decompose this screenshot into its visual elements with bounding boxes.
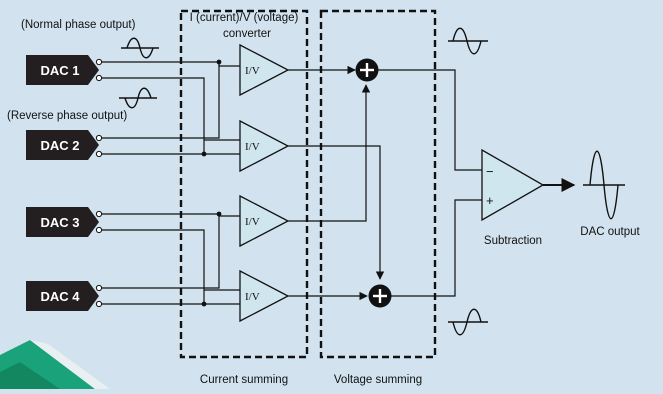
normal-sum-waveform-icon (448, 27, 488, 55)
subtractor-plus-sign: + (486, 193, 494, 208)
adder-wiring (288, 65, 385, 301)
junction-dots (201, 59, 222, 307)
subtraction-label: Subtraction (484, 235, 542, 247)
reverse-phase-label: (Reverse phase output) (7, 110, 127, 122)
normal-phase-waveform-icon (121, 37, 159, 59)
voltage-summing-box (319, 9, 437, 359)
current-summing-label: Current summing (200, 374, 288, 386)
circuit-board-decoration (0, 340, 110, 389)
converter-label-line1: I (current)/V (voltage) (190, 12, 299, 24)
dac-1-block: DAC 1 (26, 55, 103, 85)
iv-converter-2-label: I/V (245, 141, 260, 153)
reverse-phase-waveform-icon (119, 87, 157, 109)
iv-converter-3-label: I/V (245, 216, 260, 228)
dac-2-label: DAC 2 (40, 138, 79, 153)
dac-output-label: DAC output (580, 226, 640, 238)
normal-phase-label: (Normal phase output) (21, 19, 136, 31)
voltage-summing-label: Voltage summing (334, 374, 422, 386)
dac-4-block: DAC 4 (26, 281, 103, 311)
subtractor-amplifier: − + (481, 148, 545, 222)
dac-3-label: DAC 3 (40, 215, 79, 230)
iv-converter-2: I/V (239, 119, 290, 173)
dac-output-waveform-icon (583, 150, 625, 220)
reverse-sum-waveform-icon (448, 308, 488, 336)
dac-2-block: DAC 2 (26, 130, 103, 160)
current-summing-box (179, 9, 309, 359)
subtractor-minus-sign: − (486, 164, 494, 179)
iv-converter-3: I/V (239, 194, 290, 248)
dac-1-label: DAC 1 (40, 63, 79, 78)
iv-converter-1: I/V (239, 43, 290, 97)
dac-3-block: DAC 3 (26, 207, 103, 237)
converter-label-line2: converter (223, 28, 271, 40)
iv-converter-1-label: I/V (245, 65, 260, 77)
dac-4-label: DAC 4 (40, 289, 80, 304)
subtractor-wiring (378, 69, 482, 297)
iv-converter-4-label: I/V (245, 291, 260, 303)
adder-bottom-plus-circle-icon (368, 284, 392, 308)
dac-wiring (101, 61, 240, 305)
adder-top-plus-circle-icon (355, 58, 379, 82)
iv-converter-4: I/V (239, 269, 290, 323)
